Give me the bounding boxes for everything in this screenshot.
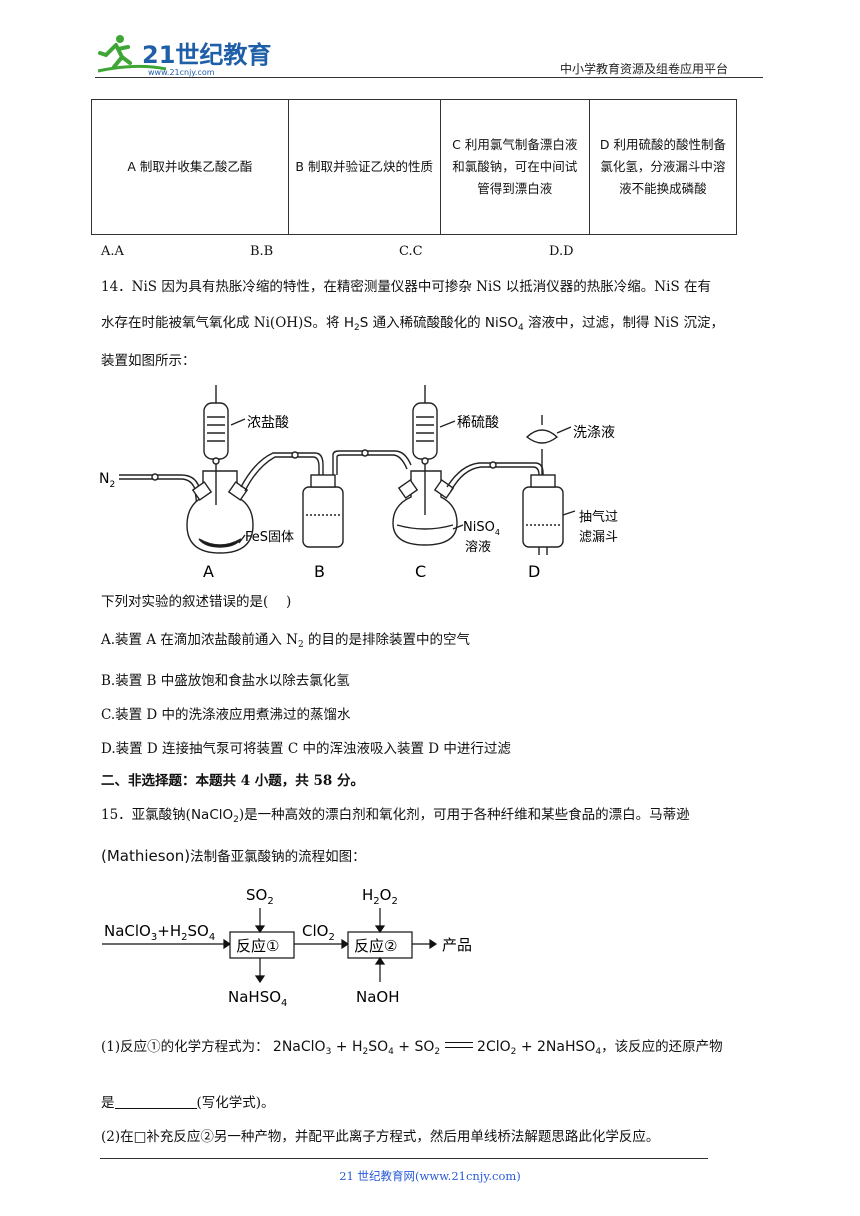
equation-reaction-1: 2NaClO3 + H2SO4 + SO2 2ClO2 + 2NaHSO4: [272, 1039, 602, 1057]
flow-reaction-1: 反应①: [236, 937, 279, 955]
q14-apparatus-diagram: N2 浓盐酸 FeS固体 稀硫酸 NiSO4 溶液 洗涤液 抽气过 滤漏斗 A …: [99, 385, 618, 581]
q15-flowchart: NaClO3+H2SO4 SO2 反应① ClO2 H2O2 反应② 产品 Na…: [102, 886, 472, 1009]
q14-option-c: C.装置 D 中的洗涤液应用煮沸过的蒸馏水: [101, 707, 351, 723]
label-n2: N2: [99, 471, 115, 490]
flow-product: 产品: [442, 936, 472, 954]
label-suction-2: 滤漏斗: [579, 529, 618, 545]
header-divider: [95, 77, 763, 78]
flow-clo2: ClO2: [302, 922, 335, 943]
flow-feed: NaClO3+H2SO4: [104, 922, 215, 943]
q13-answer-b: B.B: [250, 244, 274, 259]
q13-answer-d: D.D: [549, 244, 574, 259]
label-wash-liquid: 洗涤液: [573, 425, 615, 441]
flow-naoh: NaOH: [356, 988, 400, 1006]
label-b: B: [314, 562, 325, 581]
q15-part1-line2: 是(写化学式)。: [101, 1094, 275, 1111]
mathieson-label: (Mathieson): [101, 847, 191, 865]
section-2-heading: 二、非选择题：本题共 4 小题，共 58 分。: [101, 773, 364, 789]
label-d: D: [528, 562, 540, 581]
flow-h2o2: H2O2: [362, 886, 398, 907]
q14-stem-line1: 14．NiS 因为具有热胀冷缩的特性，在精密测量仪器中可掺杂 NiS 以抵消仪器…: [101, 279, 711, 295]
logo-text: 21世纪教育: [142, 41, 271, 69]
q13-cell-b: B 制取并验证乙炔的性质: [287, 99, 441, 235]
label-fes-solid: FeS固体: [245, 530, 294, 545]
flow-nahso4: NaHSO4: [228, 988, 287, 1009]
logo-url: www.21cnjy.com: [148, 68, 215, 77]
q13-answer-c: C.C: [399, 244, 423, 259]
q13-cell-d: D 利用硫酸的酸性制备氯化氢，分液漏斗中溶液不能换成磷酸: [588, 99, 738, 235]
q14-option-b: B.装置 B 中盛放饱和食盐水以除去氯化氢: [101, 673, 350, 689]
platform-name: 中小学教育资源及组卷应用平台: [560, 62, 729, 76]
q14-stem-line3: 装置如图所示：: [101, 353, 196, 369]
answer-blank[interactable]: [114, 1094, 197, 1109]
formula-naclo2: NaClO2: [190, 807, 239, 825]
label-niso4: NiSO4: [463, 520, 500, 537]
formula-h2s: H2S: [343, 315, 369, 333]
footer-divider: [100, 1158, 708, 1159]
q15-stem-line1: 15．亚氯酸钠(NaClO2)是一种高效的漂白剂和氧化剂，可用于各种纤维和某些食…: [101, 807, 690, 825]
q14-option-a: A.装置 A 在滴加浓盐酸前通入 N2 的目的是排除装置中的空气: [101, 632, 471, 650]
q14-stem-line2: 水存在时能被氧气氧化成 Ni(OH)S。将 H2S 通入稀硫酸酸化的 NiSO4…: [101, 315, 724, 333]
q13-cell-c: C 利用氯气制备漂白液和氯酸钠，可在中间试管得到漂白液: [439, 99, 590, 235]
label-a: A: [203, 562, 214, 581]
flow-reaction-2: 反应②: [354, 937, 397, 955]
q14-option-d: D.装置 D 连接抽气泵可将装置 C 中的浑浊液吸入装置 D 中进行过滤: [101, 741, 511, 757]
q15-part2: (2)在□补充反应②另一种产物，并配平此离子方程式，然后用单线桥法解题思路此化学…: [101, 1129, 660, 1145]
label-dilute-h2so4: 稀硫酸: [457, 415, 499, 431]
label-conc-hcl: 浓盐酸: [247, 415, 289, 431]
formula-niso4: NiSO4: [484, 315, 524, 333]
label-c: C: [415, 562, 426, 581]
runner-icon: [97, 35, 167, 73]
flow-so2: SO2: [246, 886, 274, 907]
q14-question: 下列对实验的叙述错误的是( ): [101, 594, 292, 610]
label-suction-1: 抽气过: [579, 509, 618, 525]
q15-part1-line1: (1)反应①的化学方程式为： 2NaClO3 + H2SO4 + SO2 2Cl…: [101, 1039, 723, 1057]
label-solution: 溶液: [465, 540, 491, 555]
footer-text: 21 世纪教育网(www.21cnjy.com): [339, 1169, 521, 1183]
q13-cell-a: A 制取并收集乙酸乙酯: [91, 99, 289, 235]
site-logo: 21世纪教育 www.21cnjy.com: [97, 35, 271, 77]
q13-options-table: A 制取并收集乙酸乙酯 B 制取并验证乙炔的性质 C 利用氯气制备漂白液和氯酸钠…: [91, 99, 738, 235]
q13-answer-a: A.A: [101, 244, 124, 259]
q15-stem-line2: (Mathieson)法制备亚氯酸钠的流程如图：: [101, 847, 366, 865]
